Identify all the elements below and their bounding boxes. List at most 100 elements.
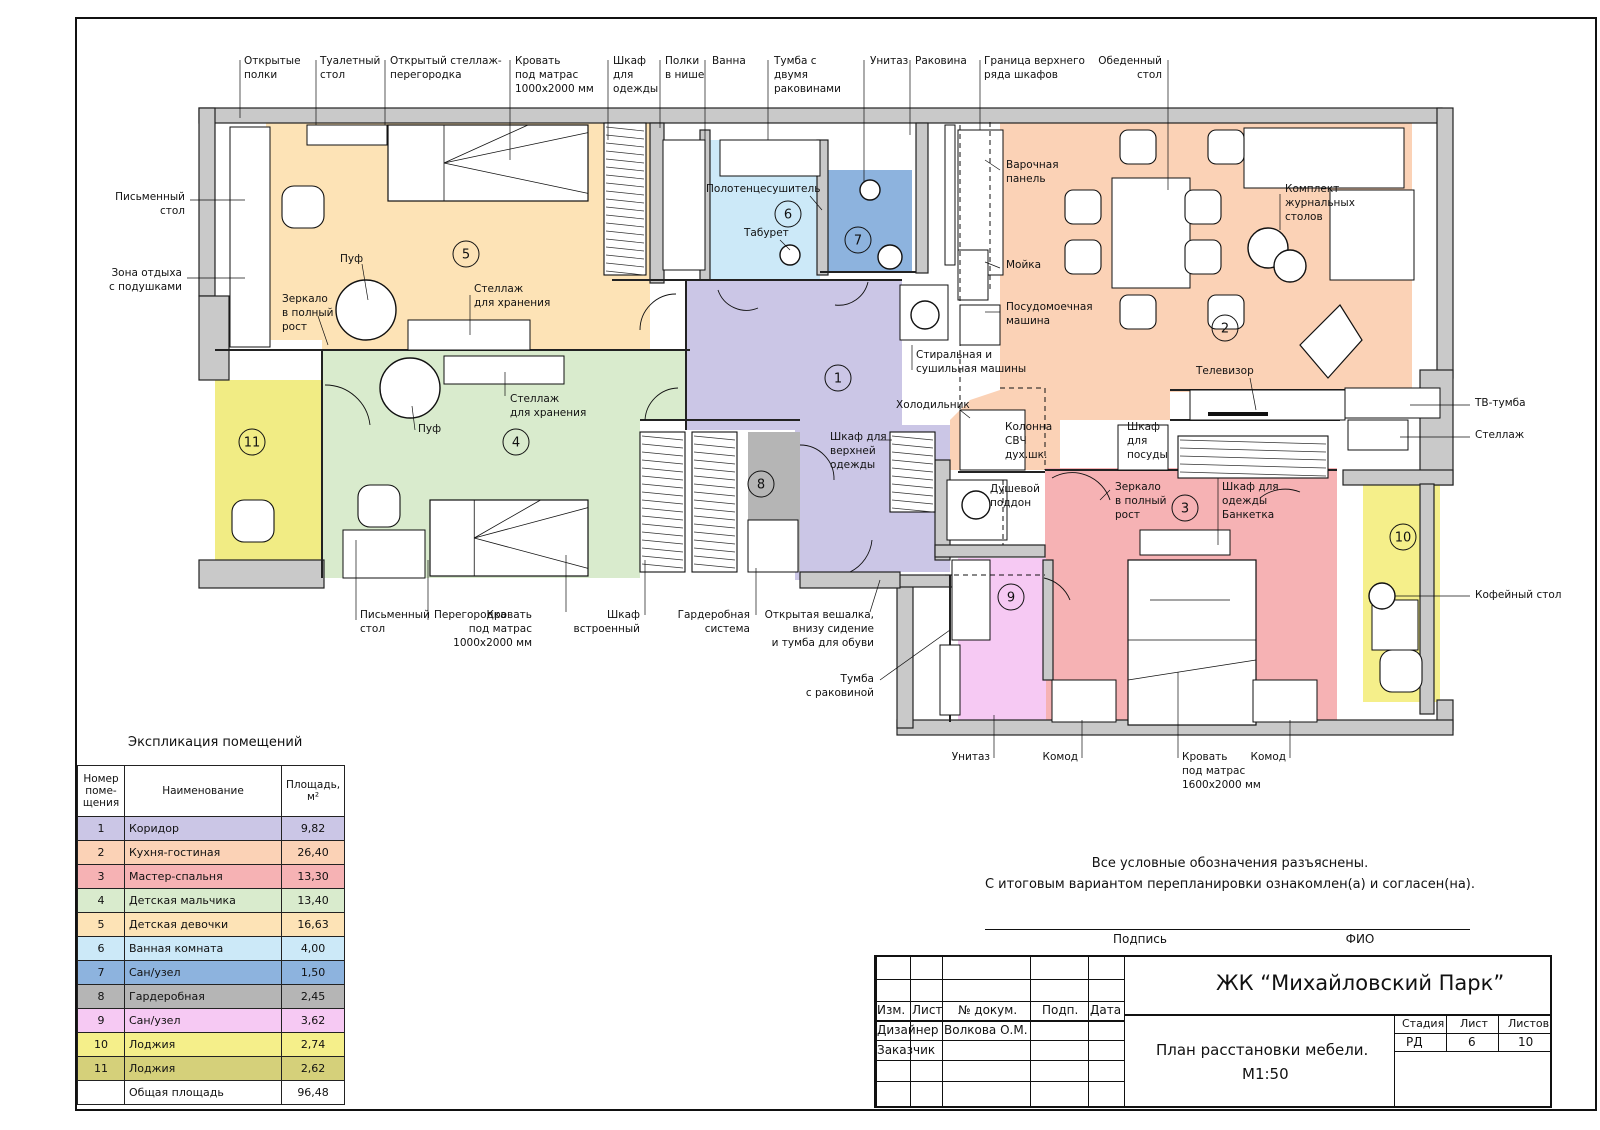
door-swing [1043, 577, 1071, 601]
wardrobe-clothes-label: Шкаф [613, 55, 646, 67]
explication-row-number: 7 [77, 960, 125, 985]
explication-row-name: Кухня-гостиная [124, 840, 282, 865]
furniture-item [1117, 424, 1169, 471]
round-furniture [379, 357, 441, 419]
bed-1000-label: 1000х2000 мм [515, 83, 594, 95]
explication-row-number: 2 [77, 840, 125, 865]
explication-row-area: 2,74 [280, 1032, 346, 1057]
towel-dryer-label-leader [809, 195, 823, 211]
explication-row-number: 3 [77, 864, 125, 889]
bed-room-5-blanket [443, 124, 589, 201]
signature-line [985, 929, 1470, 930]
room-1-number: 1 [834, 372, 842, 387]
coffee-tables-set-label: Комплект [1285, 183, 1339, 195]
bed-1000-label: Кровать [515, 55, 560, 67]
wall-segment [896, 574, 958, 588]
dining-table-label: Обеденный [1098, 55, 1162, 67]
armchair [281, 185, 325, 229]
sheet-scale: М1:50 [1242, 1065, 1289, 1083]
customer-role: Заказчик [877, 1043, 936, 1057]
dressing-table-label: Туалетный [319, 55, 380, 67]
note-line-1: Все условные обозначения разъяснены. [1091, 856, 1369, 871]
door-swing [1259, 488, 1301, 499]
rest-zone-label: Зона отдыха [111, 267, 182, 279]
column-label: Колонна [1005, 421, 1052, 433]
sheet-title: План расстановки мебели. [1156, 1041, 1369, 1059]
wall-segment [649, 122, 665, 284]
explication-header-area: Площадь, м² [280, 765, 346, 817]
explication-row-name: Детская девочки [124, 912, 282, 937]
furniture-item [951, 559, 991, 641]
open-shelves-label: полки [244, 69, 277, 81]
explication-total-label: Общая площадь [124, 1080, 282, 1105]
dining-chair [1207, 294, 1245, 330]
wall-segment [1042, 559, 1054, 681]
desk-left-label: Письменный [115, 191, 185, 203]
room-2-number: 2 [1221, 322, 1229, 337]
wardrobe-clothes-label: для [613, 69, 633, 81]
room-4-marker [502, 428, 530, 456]
explication-header-name: Наименование [124, 765, 282, 817]
explication-row-name: Сан/узел [124, 960, 282, 985]
designer-name: Волкова О.М. [944, 1023, 1028, 1037]
furniture-item [306, 124, 388, 146]
explication-row-area: 9,82 [280, 816, 346, 841]
outer-wardrobe-label: верхней [830, 445, 876, 457]
wall-segment [198, 107, 216, 297]
room-9-number: 9 [1007, 591, 1015, 606]
dresser-right-label: Комод [1251, 751, 1286, 763]
wardrobe-bench-label: Банкетка [1222, 509, 1274, 521]
dining-chair [1064, 239, 1102, 275]
door-swing [324, 384, 371, 426]
double-sink-label: раковинами [774, 83, 841, 95]
explication-row-area: 1,50 [280, 960, 346, 985]
sheets-value: 10 [1518, 1035, 1534, 1049]
wall-segment [198, 107, 1443, 124]
designer-role: Дизайнер [877, 1023, 939, 1037]
bench [1139, 529, 1231, 556]
explication-title: Экспликация помещений [128, 735, 303, 750]
washer-label: Стиральная и [916, 349, 992, 361]
wall-segment [1419, 483, 1435, 715]
bed-master-blanket [1127, 599, 1257, 681]
wardrobe-builtin-b-hatch [693, 435, 736, 569]
explication-row-name: Мастер-спальня [124, 864, 282, 889]
dish-cabinet-label: Шкаф [1127, 421, 1160, 433]
wash-sink-label-leader [984, 261, 1001, 269]
wall-segment [799, 571, 901, 589]
bed-1000-b-label: под матрас [469, 623, 532, 635]
wardrobe-master [1177, 435, 1329, 479]
storage-rack-4-label: Стеллаж [510, 393, 560, 405]
round-furniture [1368, 582, 1396, 610]
pouf-top-label-leader [361, 263, 369, 301]
niche-shelves-label: в нише [665, 69, 704, 81]
wardrobe-room-5 [603, 122, 647, 276]
explication-row-name: Коридор [124, 816, 282, 841]
explication-row-area: 26,40 [280, 840, 346, 865]
armchair [1379, 649, 1423, 693]
furniture-item [342, 529, 426, 579]
outer-wardrobe-label: одежды [830, 459, 875, 471]
explication-row-area: 16,63 [280, 912, 346, 937]
explication-row-area: 2,45 [280, 984, 346, 1009]
stool-label-leader [779, 239, 791, 251]
furniture-item [944, 124, 956, 266]
sheets-header: Листов [1508, 1017, 1550, 1030]
bed-1000-label: под матрас [515, 69, 578, 81]
wardrobe-clothes-label: одежды [613, 83, 658, 95]
room-8-number: 8 [757, 478, 765, 493]
lounge-armchair [1299, 304, 1363, 379]
wall-segment [198, 295, 230, 381]
mirror-right-label: в полный [1115, 495, 1167, 507]
door-swing [717, 289, 759, 311]
open-rack-label: перегородка [390, 69, 462, 81]
storage-rack-5-label: для хранения [474, 297, 550, 309]
round-furniture [1273, 249, 1307, 283]
explication-row-number: 8 [77, 984, 125, 1009]
partition-label: Перегородка [434, 609, 507, 621]
bed-1600-label: 1600х2000 мм [1182, 779, 1261, 791]
shower-tray-label: поддон [990, 497, 1031, 509]
